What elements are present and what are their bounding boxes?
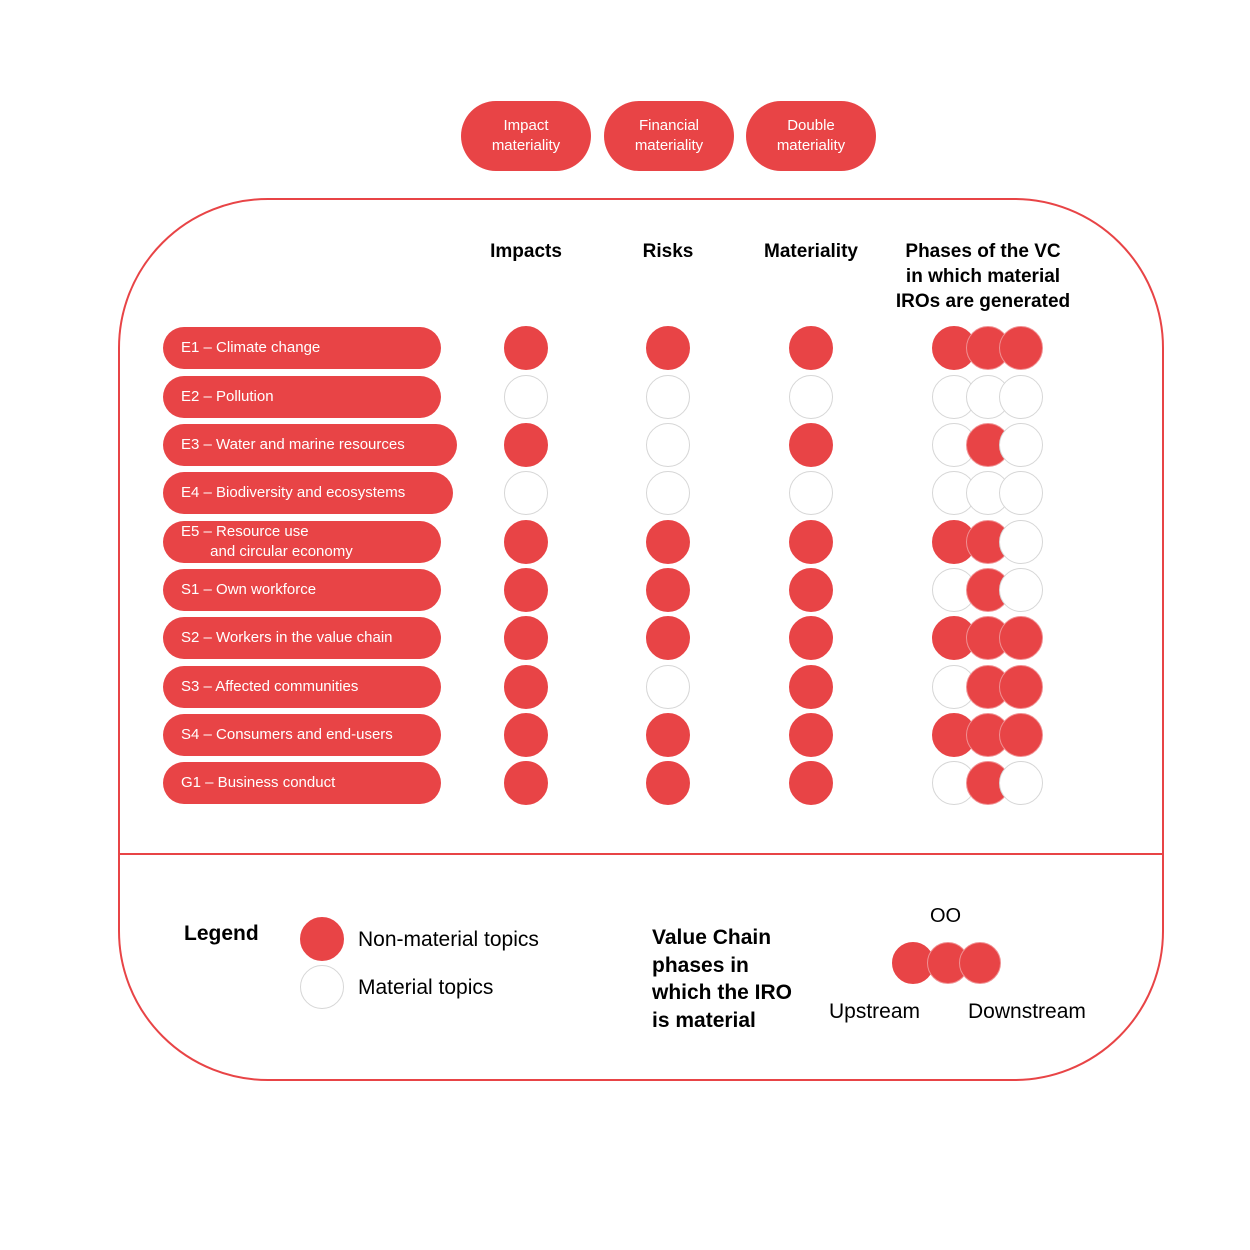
- financial-materiality-button[interactable]: Financial materiality: [604, 101, 734, 171]
- financial-materiality-label: Financial materiality: [634, 117, 704, 154]
- impacts-dot: [504, 665, 548, 709]
- materiality-frame: [118, 198, 1164, 1081]
- topic-pill[interactable]: G1 – Business conduct: [163, 762, 441, 804]
- materiality-dot: [789, 713, 833, 757]
- legend-empty-dot: [300, 965, 344, 1009]
- impacts-dot: [504, 326, 548, 370]
- topic-label: E2 – Pollution: [181, 388, 274, 405]
- impacts-dot: [504, 375, 548, 419]
- double-materiality-button[interactable]: Double materiality: [746, 101, 876, 171]
- impacts-dot: [504, 616, 548, 660]
- phases-header: Phases of the VC in which material IROs …: [895, 241, 1071, 312]
- topic-pill[interactable]: E4 – Biodiversity and ecosystems: [163, 472, 453, 514]
- vc-phase-dot: [999, 326, 1043, 370]
- materiality-dot: [789, 520, 833, 564]
- topic-pill[interactable]: E1 – Climate change: [163, 327, 441, 369]
- materiality-dot: [789, 471, 833, 515]
- risks-dot: [646, 375, 690, 419]
- topic-label: S2 – Workers in the value chain: [181, 629, 393, 646]
- legend-empty-label: Material topics: [358, 976, 494, 999]
- topic-label: S1 – Own workforce: [181, 581, 317, 598]
- risks-dot: [646, 326, 690, 370]
- vc-phase-dot: [966, 471, 1010, 515]
- impacts-dot: [504, 520, 548, 564]
- materiality-dot: [789, 616, 833, 660]
- topic-label: E4 – Biodiversity and ecosystems: [181, 484, 406, 501]
- vc-phase-dot: [999, 568, 1043, 612]
- risks-dot: [646, 568, 690, 612]
- vc-legend-dot-downstream: [959, 942, 1001, 984]
- materiality-dot: [789, 375, 833, 419]
- impacts-dot: [504, 423, 548, 467]
- materiality-dot: [789, 761, 833, 805]
- topic-pill[interactable]: E2 – Pollution: [163, 376, 441, 418]
- materiality-dot: [789, 326, 833, 370]
- downstream-label: Downstream: [968, 1000, 1086, 1023]
- vc-phase-dot: [999, 713, 1043, 757]
- topic-label: E5 – Resource use and circular economy: [181, 523, 353, 560]
- vc-phase-dot: [999, 423, 1043, 467]
- risks-dot: [646, 616, 690, 660]
- impacts-dot: [504, 713, 548, 757]
- impact-materiality-label: Impact materiality: [491, 117, 561, 154]
- risks-dot: [646, 423, 690, 467]
- risks-dot: [646, 665, 690, 709]
- materiality-dot: [789, 423, 833, 467]
- topic-label: G1 – Business conduct: [181, 774, 336, 791]
- impact-materiality-button[interactable]: Impact materiality: [461, 101, 591, 171]
- legend-divider: [119, 853, 1163, 855]
- vc-phase-dot: [999, 520, 1043, 564]
- double-materiality-label: Double materiality: [776, 117, 846, 154]
- risks-header: Risks: [642, 241, 694, 262]
- topic-pill[interactable]: E5 – Resource use and circular economy: [163, 521, 441, 563]
- impacts-dot: [504, 761, 548, 805]
- topic-label: S3 – Affected communities: [181, 678, 359, 695]
- risks-dot: [646, 761, 690, 805]
- impacts-header: Impacts: [490, 241, 562, 262]
- risks-dot: [646, 713, 690, 757]
- vc-phase-dot: [999, 761, 1043, 805]
- vc-phase-dot: [999, 616, 1043, 660]
- risks-dot: [646, 471, 690, 515]
- topic-pill[interactable]: S4 – Consumers and end-users: [163, 714, 441, 756]
- topic-label: S4 – Consumers and end-users: [181, 726, 393, 743]
- vc-phase-dot: [999, 375, 1043, 419]
- topic-pill[interactable]: S2 – Workers in the value chain: [163, 617, 441, 659]
- legend-filled-label: Non-material topics: [358, 928, 539, 951]
- topic-pill[interactable]: S3 – Affected communities: [163, 666, 441, 708]
- legend-title: Legend: [184, 922, 259, 945]
- vc-phase-dot: [999, 471, 1043, 515]
- legend-filled-dot: [300, 917, 344, 961]
- risks-dot: [646, 520, 690, 564]
- materiality-header: Materiality: [764, 241, 858, 262]
- value-chain-marker: OO: [930, 905, 962, 927]
- materiality-dot: [789, 665, 833, 709]
- materiality-dot: [789, 568, 833, 612]
- impacts-dot: [504, 471, 548, 515]
- impacts-dot: [504, 568, 548, 612]
- upstream-label: Upstream: [829, 1000, 921, 1023]
- vc-phase-dot: [999, 665, 1043, 709]
- value-chain-legend-title: Value Chain phases in which the IRO is m…: [652, 926, 793, 1032]
- topic-label: E3 – Water and marine resources: [181, 436, 405, 453]
- vc-phase-dot: [966, 423, 1010, 467]
- topic-pill[interactable]: E3 – Water and marine resources: [163, 424, 457, 466]
- topic-pill[interactable]: S1 – Own workforce: [163, 569, 441, 611]
- topic-label: E1 – Climate change: [181, 339, 321, 356]
